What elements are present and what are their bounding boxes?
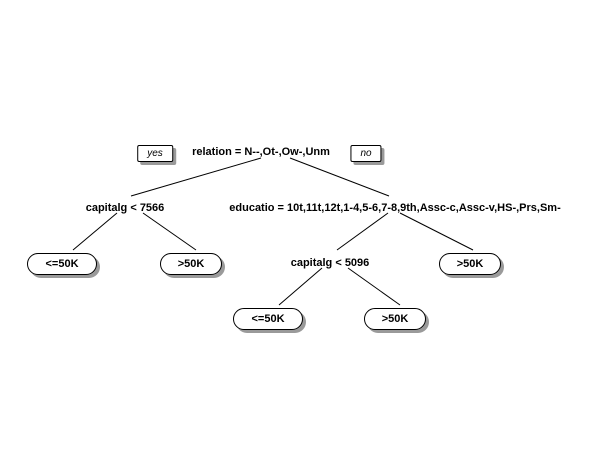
split-node-capitalg-5096: capitalg < 5096 [290,257,370,269]
leaf-node: <=50K [27,253,100,278]
tree-edge [142,212,197,251]
leaf-label: >50K [456,257,484,270]
branch-tag-no: no [350,145,385,165]
leaf-body: <=50K [233,308,303,330]
leaf-body: <=50K [27,253,97,275]
leaf-node: >50K [160,253,225,278]
branch-tag-body: yes [137,145,173,162]
leaf-body: >50K [160,253,222,275]
branch-tag-label: yes [147,147,163,159]
leaf-label: <=50K [251,312,285,325]
branch-tag-yes: yes [137,145,176,165]
leaf-body: >50K [364,308,426,330]
leaf-label: <=50K [45,257,79,270]
tree-edge [399,212,474,251]
branch-tag-label: no [360,147,372,159]
leaf-label: >50K [177,257,205,270]
tree-edge [336,212,389,251]
leaf-node: >50K [364,308,429,333]
tree-edge [278,267,323,306]
leaf-label: >50K [381,312,409,325]
leaf-node: >50K [439,253,504,278]
leaf-node: <=50K [233,308,306,333]
leaf-body: >50K [439,253,501,275]
split-node-root: relation = N--,Ot-,Ow-,Unm [192,146,330,158]
tree-edge [130,157,262,197]
tree-edge [289,157,390,197]
branch-tag-body: no [350,145,382,162]
tree-edge [72,212,118,251]
split-node-capitalg-7566: capitalg < 7566 [85,202,165,214]
split-node-educatio: educatio = 10t,11t,12t,1-4,5-6,7-8,9th,A… [229,202,561,214]
tree-edge [347,267,401,306]
